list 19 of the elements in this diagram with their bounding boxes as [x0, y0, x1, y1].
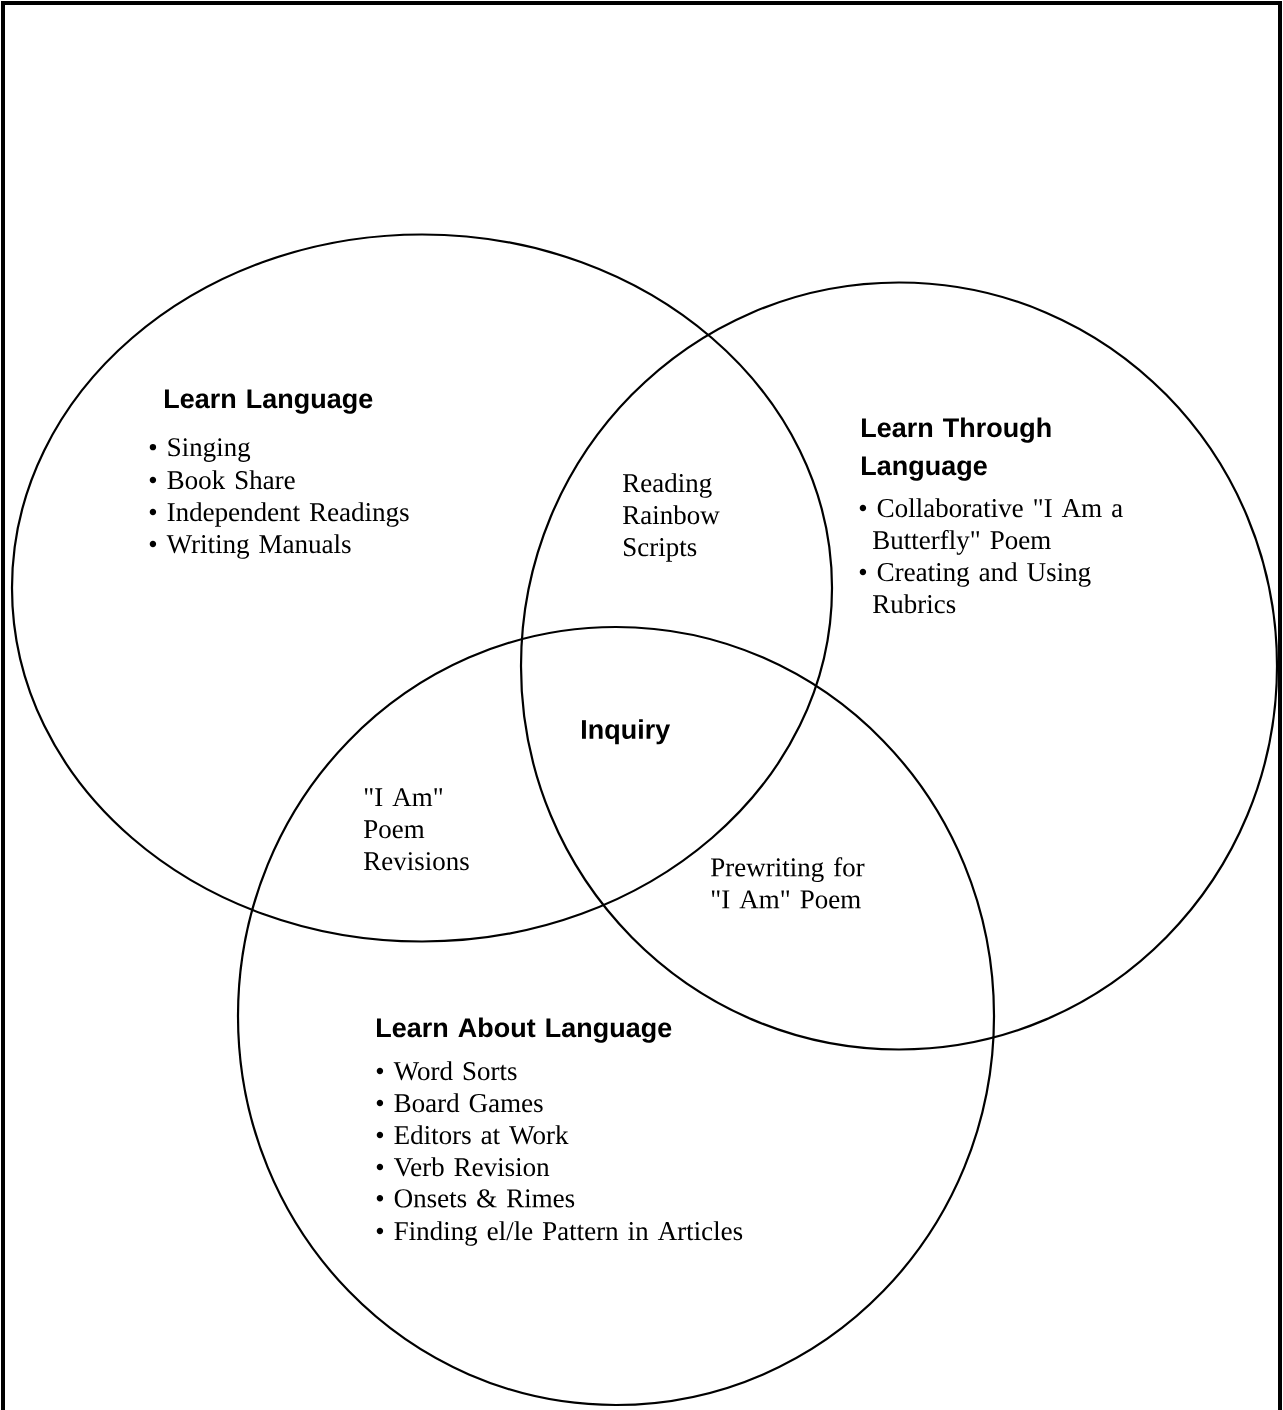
list-item: • Editors at Work — [376, 1125, 569, 1145]
list-item: • Collaborative "I Am a Butterfly" Poem — [859, 498, 1123, 555]
list-item: • Independent Readings — [149, 502, 409, 527]
list-item: • Finding el/le Pattern in Articles — [376, 1221, 743, 1246]
heading: Learn Through Language — [862, 417, 1051, 481]
heading: Learn About Language — [377, 1017, 672, 1043]
heading: Learn Language — [165, 389, 373, 414]
list-item: • Verb Revision — [376, 1157, 550, 1177]
list-item: • Creating and Using Rubrics — [859, 562, 1091, 614]
list-item: • Book Share — [149, 470, 295, 490]
overlap-label: Prewriting for "I Am" Poem — [711, 857, 865, 909]
list-item: • Writing Manuals — [149, 534, 351, 559]
list-item: • Word Sorts — [376, 1061, 517, 1081]
list-item: • Onsets & Rimes — [376, 1189, 575, 1208]
overlap-label: "I Am" Poem Revisions — [364, 788, 469, 871]
overlap-label: Reading Rainbow Scripts — [623, 473, 720, 562]
list-item: • Singing — [149, 438, 251, 462]
center-label: Inquiry — [582, 719, 671, 745]
list-item: • Board Games — [376, 1093, 543, 1113]
